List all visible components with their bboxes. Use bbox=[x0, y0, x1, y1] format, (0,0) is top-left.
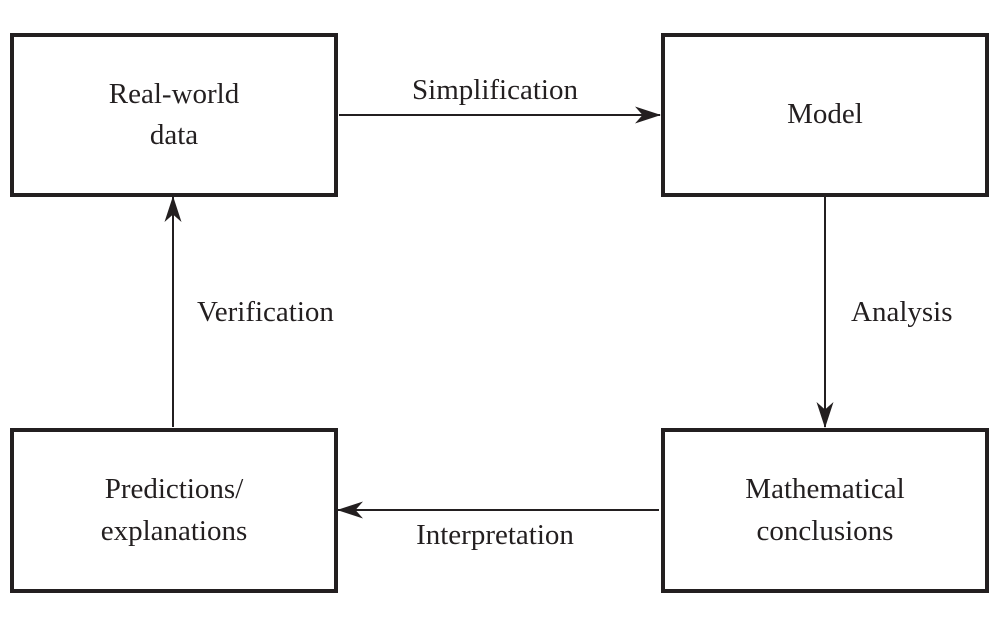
box-predictions-explanations: Predictions/ explanations bbox=[10, 428, 338, 593]
box-text-line: Predictions/ bbox=[104, 473, 244, 506]
arrow-label-analysis: Analysis bbox=[851, 296, 953, 328]
arrow-label-interpretation: Interpretation bbox=[416, 519, 574, 551]
box-text-line: Mathematical bbox=[745, 473, 905, 506]
arrow-label-verification: Verification bbox=[197, 296, 334, 328]
arrow-label-simplification: Simplification bbox=[412, 74, 578, 106]
box-text-line: explanations bbox=[100, 514, 248, 547]
box-real-world-data: Real-world data bbox=[10, 33, 338, 197]
box-text-line: conclusions bbox=[756, 514, 894, 547]
box-text-line: data bbox=[149, 119, 199, 151]
box-text-line: Model bbox=[787, 98, 863, 131]
box-mathematical-conclusions: Mathematical conclusions bbox=[661, 428, 989, 593]
box-text-line: Real-world bbox=[108, 77, 240, 110]
box-model: Model bbox=[661, 33, 989, 197]
